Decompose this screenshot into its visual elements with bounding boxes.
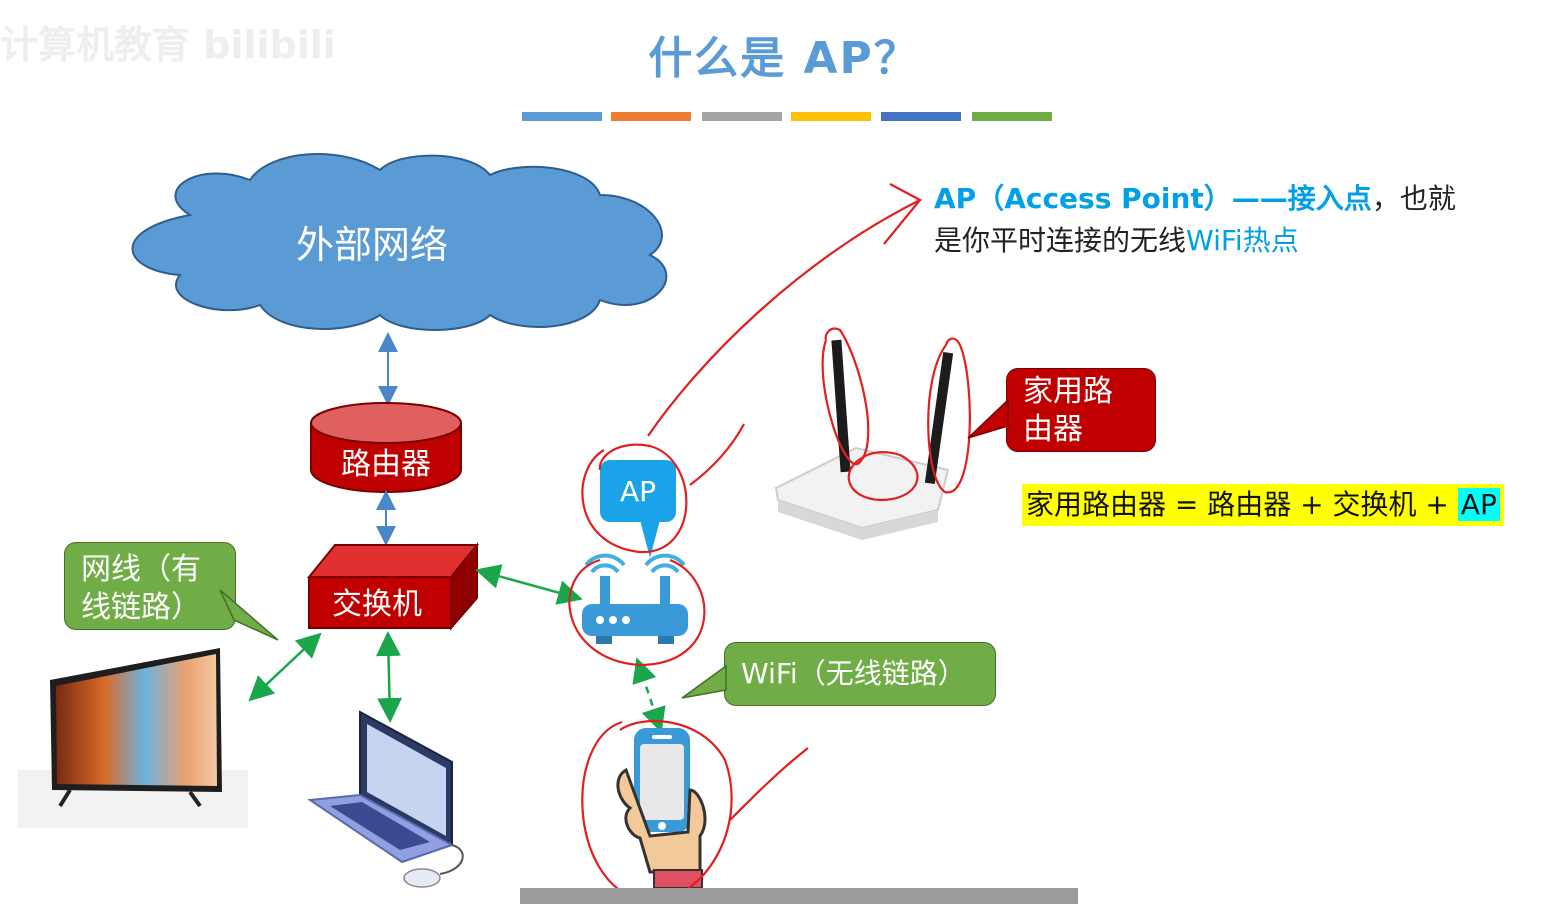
color-bar-5 <box>881 112 961 121</box>
callout-home-router-line2: 由器 <box>1023 412 1083 447</box>
color-bar-1 <box>522 112 602 121</box>
color-bar-6 <box>972 112 1052 121</box>
ap-desc-rest2: 是你平时连接的无线 <box>934 224 1187 257</box>
home-router-formula: 家用路由器 = 路由器 + 交换机 + AP <box>1022 484 1504 526</box>
tv-icon <box>18 648 248 828</box>
ap-description: AP（Access Point）——接入点，也就 是你平时连接的无线WiFi热点 <box>934 178 1534 262</box>
switch-label: 交换机 <box>332 587 422 622</box>
link-switch-tv <box>248 632 322 702</box>
color-bar-4 <box>791 112 871 121</box>
callout-wired-line2: 线链路） <box>81 590 201 625</box>
ap-term: AP（Access Point）——接入点 <box>934 182 1372 215</box>
router-label: 路由器 <box>341 447 431 482</box>
callout-wired-line1: 网线（有 <box>81 552 201 587</box>
link-ap-phone-wireless <box>632 657 666 733</box>
home-router-icon <box>774 339 954 540</box>
link-switch-ap <box>475 564 583 605</box>
page-title: 什么是 AP？ <box>648 33 920 84</box>
callout-wired-link: 网线（有 线链路） <box>64 542 236 630</box>
ap-badge: AP <box>600 460 676 558</box>
laptop-icon <box>307 710 464 888</box>
color-bar-2 <box>611 112 691 121</box>
ap-router-icon <box>582 553 688 644</box>
callout-home-router-pointer <box>967 398 1009 439</box>
formula-ap: AP <box>1457 488 1500 521</box>
watermark: 计算机教育 bilibili <box>0 23 336 67</box>
ap-hotspot: WiFi热点 <box>1186 224 1299 257</box>
callout-wifi: WiFi（无线链路） <box>724 642 996 706</box>
callout-wifi-pointer <box>681 664 727 699</box>
callout-home-router-line1: 家用路 <box>1023 374 1113 409</box>
switch-node: 交换机 <box>306 542 480 631</box>
ap-badge-label: AP <box>620 475 656 508</box>
link-switch-laptop <box>375 631 403 723</box>
phone-icon <box>616 728 707 889</box>
callout-wifi-label: WiFi（无线链路） <box>741 657 966 690</box>
bottom-scroll-bar[interactable] <box>520 888 1078 904</box>
cloud-external-network: 外部网络 <box>131 153 668 331</box>
callout-wired-pointer <box>219 589 279 641</box>
callout-home-router: 家用路 由器 <box>1006 368 1156 452</box>
ap-desc-rest1: ，也就 <box>1371 182 1456 215</box>
formula-text: 家用路由器 = 路由器 + 交换机 + <box>1026 488 1458 521</box>
red-annotations <box>568 183 971 902</box>
router-node: 路由器 <box>310 402 462 493</box>
cloud-label: 外部网络 <box>296 223 448 267</box>
color-bar-3 <box>702 112 782 121</box>
